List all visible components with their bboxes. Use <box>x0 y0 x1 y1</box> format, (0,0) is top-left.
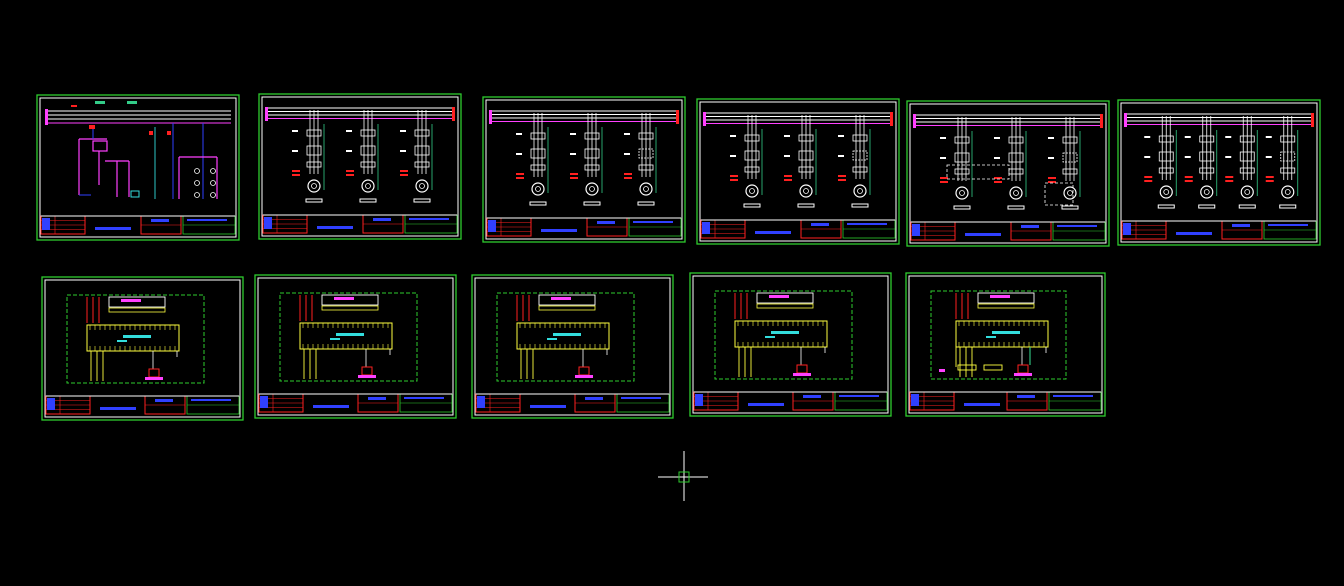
drawing-sheet-5[interactable] <box>906 100 1110 247</box>
drawing-sheet-2[interactable] <box>258 93 462 240</box>
drawing-sheets <box>36 93 1321 421</box>
drawing-sheet-11[interactable] <box>905 272 1106 417</box>
drawing-sheet-10[interactable] <box>689 272 892 417</box>
drawing-sheet-7[interactable] <box>41 276 244 421</box>
drawing-sheet-9[interactable] <box>471 274 674 419</box>
drawing-sheet-1[interactable] <box>36 94 240 241</box>
drawing-sheet-4[interactable] <box>696 98 900 245</box>
drawing-sheet-8[interactable] <box>254 274 457 419</box>
drawing-sheet-3[interactable] <box>482 96 686 243</box>
drawing-sheet-6[interactable] <box>1117 99 1321 246</box>
crosshair-cursor-icon <box>658 451 708 501</box>
